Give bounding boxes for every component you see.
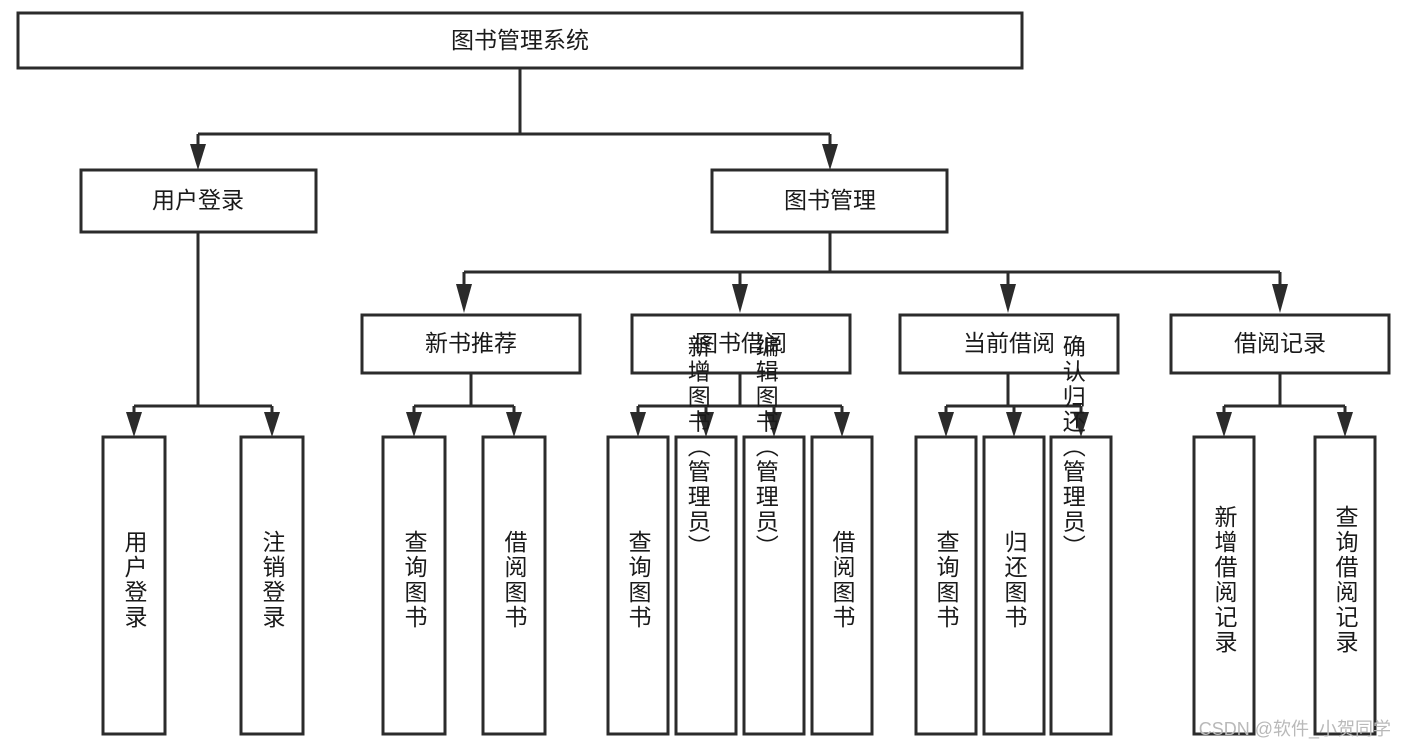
node-label: 借阅记录 [1234, 330, 1326, 356]
node-box[interactable] [1049, 435, 1113, 736]
arrow-icon [1216, 412, 1232, 437]
node-box[interactable] [360, 313, 582, 375]
node-leaf-query-record[interactable]: 查询借阅记录 [1313, 435, 1377, 736]
node-box[interactable] [982, 435, 1046, 736]
node-leaf-edit-book[interactable]: 编辑图书（管理员） [742, 335, 806, 736]
node-box[interactable] [710, 168, 949, 234]
node-leaf-user-login[interactable]: 用户登录 [101, 435, 167, 736]
connector-borrowrecord-to-leaves [1216, 373, 1353, 437]
node-book-borrow[interactable]: 图书借阅 [630, 313, 852, 375]
node-leaf-borrow-book-2[interactable]: 借阅图书 [810, 435, 874, 736]
node-box[interactable] [914, 435, 978, 736]
arrow-icon [456, 284, 472, 313]
arrow-icon [190, 144, 206, 170]
node-label: 图书借阅 [695, 330, 787, 356]
node-leaf-return-book[interactable]: 归还图书 [982, 435, 1046, 736]
node-label: 当前借阅 [963, 330, 1055, 356]
arrow-icon [1073, 412, 1089, 437]
node-label: 查询借阅记录 [1332, 505, 1359, 655]
node-box[interactable] [606, 435, 670, 736]
node-box[interactable] [742, 435, 806, 736]
node-leaf-query-book-1[interactable]: 查询图书 [381, 435, 447, 736]
node-label: 新书推荐 [425, 330, 517, 356]
node-leaf-query-book-3[interactable]: 查询图书 [914, 435, 978, 736]
node-label: 用户登录 [121, 530, 148, 630]
node-leaf-confirm-return[interactable]: 确认归还（管理员） [1049, 335, 1113, 736]
node-label: 注销登录 [259, 530, 286, 630]
node-new-book-rec[interactable]: 新书推荐 [360, 313, 582, 375]
arrow-icon [264, 412, 280, 437]
node-borrow-record[interactable]: 借阅记录 [1169, 313, 1391, 375]
connector-userlogin-to-leaves [126, 232, 280, 437]
node-box[interactable] [1313, 435, 1377, 736]
arrow-icon [698, 412, 714, 437]
node-box[interactable] [239, 435, 305, 736]
arrow-icon [506, 412, 522, 437]
node-label: 新增借阅记录 [1211, 505, 1238, 655]
node-root[interactable]: 图书管理系统 [16, 11, 1024, 70]
node-label: 新增图书（管理员） [684, 335, 711, 560]
node-box[interactable] [1169, 313, 1391, 375]
node-box[interactable] [16, 11, 1024, 70]
arrow-icon [1272, 284, 1288, 313]
node-box[interactable] [101, 435, 167, 736]
arrow-icon [1337, 412, 1353, 437]
connector-bookborrow-to-leaves [630, 373, 850, 437]
arrow-icon [938, 412, 954, 437]
node-leaf-logout[interactable]: 注销登录 [239, 435, 305, 736]
node-box[interactable] [79, 168, 318, 234]
arrow-icon [630, 412, 646, 437]
node-box[interactable] [810, 435, 874, 736]
arrow-icon [732, 284, 748, 313]
node-label: 查询图书 [933, 530, 960, 630]
node-label: 图书管理 [784, 187, 876, 213]
node-box[interactable] [898, 313, 1120, 375]
arrow-icon [766, 412, 782, 437]
node-label: 编辑图书（管理员） [752, 335, 779, 560]
node-label: 归还图书 [1001, 530, 1028, 630]
node-leaf-add-book[interactable]: 新增图书（管理员） [674, 335, 738, 736]
node-box[interactable] [381, 435, 447, 736]
connector-newbook-to-leaves [406, 373, 522, 437]
node-box[interactable] [481, 435, 547, 736]
node-label: 借阅图书 [829, 530, 856, 630]
node-book-manage[interactable]: 图书管理 [710, 168, 949, 234]
node-label: 查询图书 [625, 530, 652, 630]
arrow-icon [822, 144, 838, 170]
node-leaf-add-record[interactable]: 新增借阅记录 [1192, 435, 1256, 736]
node-leaf-borrow-book-1[interactable]: 借阅图书 [481, 435, 547, 736]
arrow-icon [1000, 284, 1016, 313]
node-label: 用户登录 [152, 187, 244, 213]
connector-currentborrow-to-leaves [938, 373, 1089, 437]
node-label: 查询图书 [401, 530, 428, 630]
connector-bookmanage-to-level3 [456, 232, 1288, 313]
node-box[interactable] [1192, 435, 1256, 736]
arrow-icon [406, 412, 422, 437]
arrow-icon [1006, 412, 1022, 437]
node-label: 图书管理系统 [451, 27, 589, 53]
node-label: 借阅图书 [501, 530, 528, 630]
node-box[interactable] [674, 435, 738, 736]
node-box[interactable] [630, 313, 852, 375]
node-current-borrow[interactable]: 当前借阅 [898, 313, 1120, 375]
node-user-login[interactable]: 用户登录 [79, 168, 318, 234]
node-leaf-query-book-2[interactable]: 查询图书 [606, 435, 670, 736]
arrow-icon [126, 412, 142, 437]
node-label: 确认归还（管理员） [1059, 335, 1086, 560]
arrow-icon [834, 412, 850, 437]
connector-root-to-level2 [190, 68, 838, 170]
